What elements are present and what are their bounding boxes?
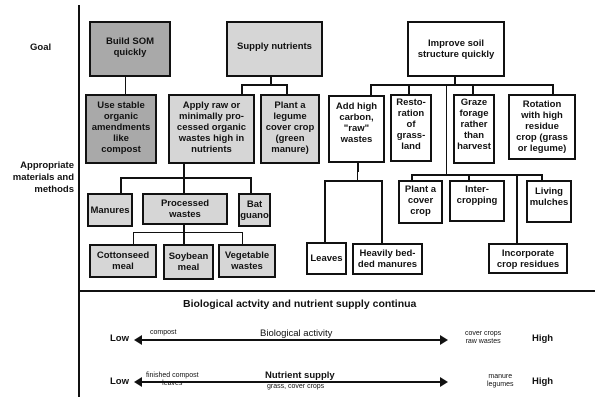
- nutrient-right-note: manure legumes: [487, 373, 514, 388]
- connector: [250, 177, 252, 193]
- method-processed-wastes: Processed wastes: [142, 193, 228, 225]
- method-plant-cover-crop: Plant a cover crop: [398, 180, 443, 224]
- connector: [408, 84, 410, 96]
- nutrient-supply-arrow: [134, 377, 448, 387]
- connector: [324, 180, 382, 182]
- method-restoration-grassland: Resto- ration of grass- land: [390, 94, 432, 162]
- connector: [541, 174, 543, 182]
- continua-title: Biological actvity and nutrient supply c…: [183, 298, 417, 310]
- method-high-carbon-wastes: Add high carbon, "raw" wastes: [328, 95, 385, 163]
- bio-activity-label: Biological activity: [260, 328, 333, 339]
- connector: [552, 84, 554, 96]
- connector: [183, 177, 185, 193]
- connector: [270, 76, 272, 84]
- method-bat-guano: Bat guano: [238, 193, 271, 227]
- connector: [125, 76, 126, 94]
- method-legume-cover-crop: Plant a legume cover crop (green manure): [260, 94, 320, 164]
- method-soybean-meal: Soybean meal: [163, 244, 214, 280]
- bio-left-note: compost: [150, 329, 177, 336]
- connector: [120, 177, 122, 193]
- method-incorporate-residues: Incorporate crop residues: [488, 243, 568, 274]
- connector: [241, 84, 288, 86]
- method-stable-amendments: Use stable organic amendments like compo…: [85, 94, 157, 164]
- connector: [516, 174, 518, 244]
- connector: [411, 174, 413, 182]
- nutrient-high-label: High: [532, 376, 554, 387]
- connector: [286, 84, 288, 94]
- method-living-mulches: Living mulches: [526, 180, 572, 223]
- bio-activity-arrow: [134, 335, 448, 345]
- method-graze-forage: Graze forage rather than harvest: [453, 94, 495, 164]
- horizontal-divider: [80, 290, 595, 292]
- connector: [468, 174, 470, 182]
- connector: [120, 177, 252, 179]
- row-label-methods: Appropriate materials and methods: [12, 160, 74, 195]
- method-rotation-residue-crop: Rotation with high residue crop (grass o…: [508, 94, 576, 160]
- bio-high-label: High: [532, 333, 554, 344]
- connector: [357, 162, 359, 172]
- connector: [381, 180, 383, 244]
- goal-improve-structure: Improve soil structure quickly: [407, 21, 505, 77]
- row-label-goal: Goal: [30, 42, 52, 53]
- connector: [133, 232, 134, 245]
- goal-supply-nutrients: Supply nutrients: [226, 21, 323, 77]
- connector: [242, 232, 243, 245]
- nutrient-sub-note: grass, cover crops: [267, 383, 325, 390]
- method-cottonseed-meal: Cottonseed meal: [89, 244, 157, 278]
- connector: [183, 163, 185, 177]
- connector: [454, 77, 456, 85]
- connector: [472, 84, 474, 96]
- connector: [357, 170, 358, 180]
- connector: [133, 232, 243, 233]
- connector: [241, 84, 243, 94]
- connector: [446, 84, 447, 175]
- vertical-divider: [78, 5, 80, 397]
- connector: [370, 84, 553, 86]
- connector: [370, 84, 372, 96]
- bio-right-note: cover crops raw wastes: [465, 330, 502, 345]
- method-vegetable-wastes: Vegetable wastes: [218, 244, 276, 278]
- method-manures: Manures: [87, 193, 133, 227]
- connector: [411, 174, 543, 176]
- method-leaves: Leaves: [306, 242, 347, 275]
- nutrient-supply-label: Nutrient supply: [265, 370, 335, 381]
- bio-low-label: Low: [110, 333, 129, 344]
- nutrient-low-label: Low: [110, 376, 129, 387]
- method-apply-raw-wastes: Apply raw or minimally pro- cessed organ…: [168, 94, 255, 164]
- nutrient-left-note: finished compost leaves: [146, 372, 199, 387]
- method-heavily-bedded-manures: Heavily bed- ded manures: [352, 243, 423, 275]
- connector: [324, 180, 326, 242]
- connector: [183, 225, 185, 245]
- method-intercropping: Inter- cropping: [449, 180, 505, 222]
- goal-build-som: Build SOM quickly: [89, 21, 171, 77]
